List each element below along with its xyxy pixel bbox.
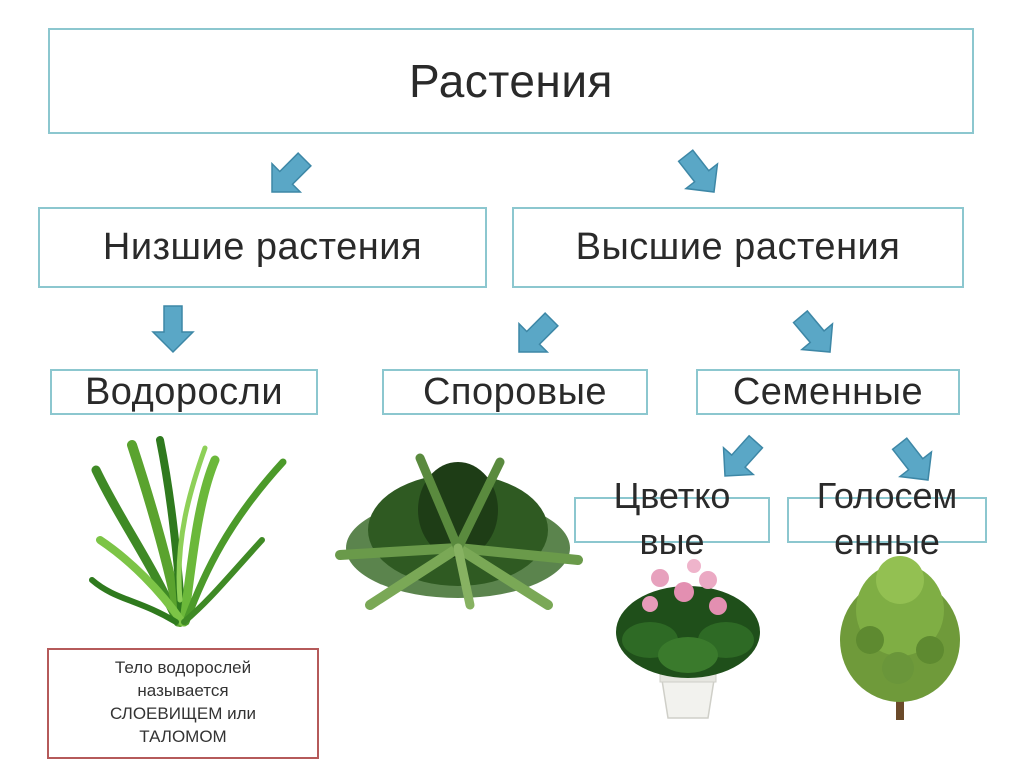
seed-plants-box: Семенные (696, 369, 960, 415)
spore-plants-label: Споровые (422, 370, 608, 413)
spore-plants-box: Споровые (382, 369, 648, 415)
anthurium-image (616, 559, 760, 719)
algae-box: Водоросли (50, 369, 318, 415)
arrow-seed-to-gymnosperms (883, 430, 945, 494)
gymnosperms-box: Голосем енные (787, 475, 987, 562)
fern-image (335, 453, 583, 610)
arrow-seed-to-flowering (709, 427, 772, 491)
algae-note-box: Тело водорослей называется СЛОЕВИЩЕМ или… (47, 648, 319, 759)
lower-plants-box: Низшие растения (38, 207, 487, 288)
lower-plants-label: Низшие растения (102, 226, 423, 268)
flowering-plants-box: Цветко вые (574, 475, 770, 562)
gymnosperms-label-line1: Голосем (816, 475, 958, 516)
gymnosperms-label-line2: енные (834, 521, 940, 562)
gymnosperms-label: Голосем енные (789, 473, 985, 565)
arrow-lower-to-algae (152, 305, 194, 353)
root-node-box: Растения (48, 28, 974, 134)
flowering-plants-label: Цветко вые (576, 473, 768, 565)
algae-image (89, 436, 287, 627)
note-line-4: ТАЛОМОМ (139, 727, 227, 746)
note-line-1: Тело водорослей (114, 658, 252, 677)
note-line-2: называется (137, 681, 229, 700)
arrow-root-to-higher (669, 142, 731, 206)
flowering-label-line2: вые (639, 521, 705, 562)
arrow-higher-to-spore (504, 304, 567, 367)
arrow-root-to-lower (257, 144, 320, 207)
arrow-higher-to-seed (784, 303, 847, 366)
algae-label: Водоросли (84, 370, 284, 413)
note-line-3: СЛОЕВИЩЕМ или (109, 704, 257, 723)
higher-plants-box: Высшие растения (512, 207, 964, 288)
flowering-label-line1: Цветко (613, 475, 731, 516)
root-node-label: Растения (409, 55, 613, 107)
higher-plants-label: Высшие растения (575, 226, 901, 268)
seed-plants-label: Семенные (732, 370, 924, 413)
pine-image (840, 556, 960, 720)
